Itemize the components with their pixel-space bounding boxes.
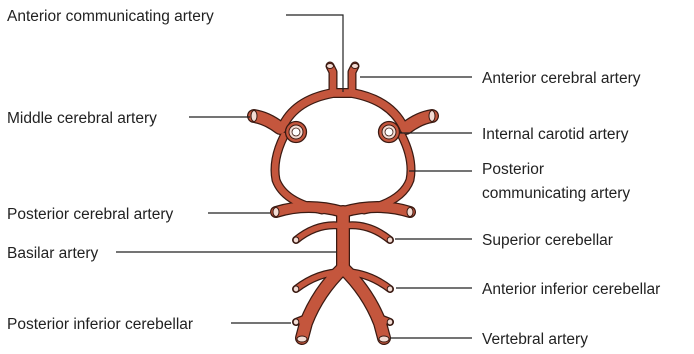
vessel-end — [407, 208, 413, 217]
label-anterior-communicating-artery: Anterior communicating artery — [7, 8, 214, 25]
vessel-end — [387, 319, 393, 325]
label-posterior-cerebral-artery: Posterior cerebral artery — [7, 206, 174, 223]
vessel-end — [293, 319, 299, 325]
internal-carotid-artery-right — [379, 122, 400, 143]
label-anterior-inferior-cerebellar: Anterior inferior cerebellar — [482, 281, 660, 298]
vessel-end — [379, 336, 389, 342]
label-basilar-artery: Basilar artery — [7, 245, 99, 262]
vessel-end — [387, 286, 393, 292]
label-posterior-inferior-cerebellar: Posterior inferior cerebellar — [7, 316, 193, 333]
vessel-end — [293, 237, 299, 243]
label-posterior-communicating-artery-line1: Posterior — [482, 161, 544, 178]
vessel-end — [251, 111, 257, 122]
vessel-ends — [251, 64, 435, 343]
labels: Anterior communicating artery Anterior c… — [7, 8, 660, 348]
vessel-end — [387, 237, 393, 243]
label-superior-cerebellar: Superior cerebellar — [482, 232, 613, 249]
vessel-end — [429, 111, 435, 122]
anterior-cerebral-artery-right — [352, 66, 355, 93]
vessel-end — [297, 336, 307, 342]
vessel-end — [352, 64, 359, 69]
label-anterior-cerebral-artery: Anterior cerebral artery — [482, 70, 641, 87]
vessel-end — [273, 208, 279, 217]
artery-fill-layer — [254, 66, 432, 338]
anterior-cerebral-artery-left — [330, 66, 333, 93]
label-middle-cerebral-artery: Middle cerebral artery — [7, 110, 157, 127]
superior-cerebellar-artery-left — [296, 225, 343, 240]
label-posterior-communicating-artery-line2: communicating artery — [482, 185, 630, 202]
internal-carotid-artery-left — [286, 122, 307, 143]
label-vertebral-artery: Vertebral artery — [482, 331, 588, 348]
posterior-communicating-artery-right — [364, 136, 411, 210]
artery-outline-layer — [254, 66, 432, 338]
label-internal-carotid-artery: Internal carotid artery — [482, 126, 629, 143]
vessel-end — [327, 64, 334, 69]
vessel-end — [293, 286, 299, 292]
superior-cerebellar-artery-right — [343, 225, 390, 240]
posterior-communicating-artery-left — [275, 136, 322, 210]
